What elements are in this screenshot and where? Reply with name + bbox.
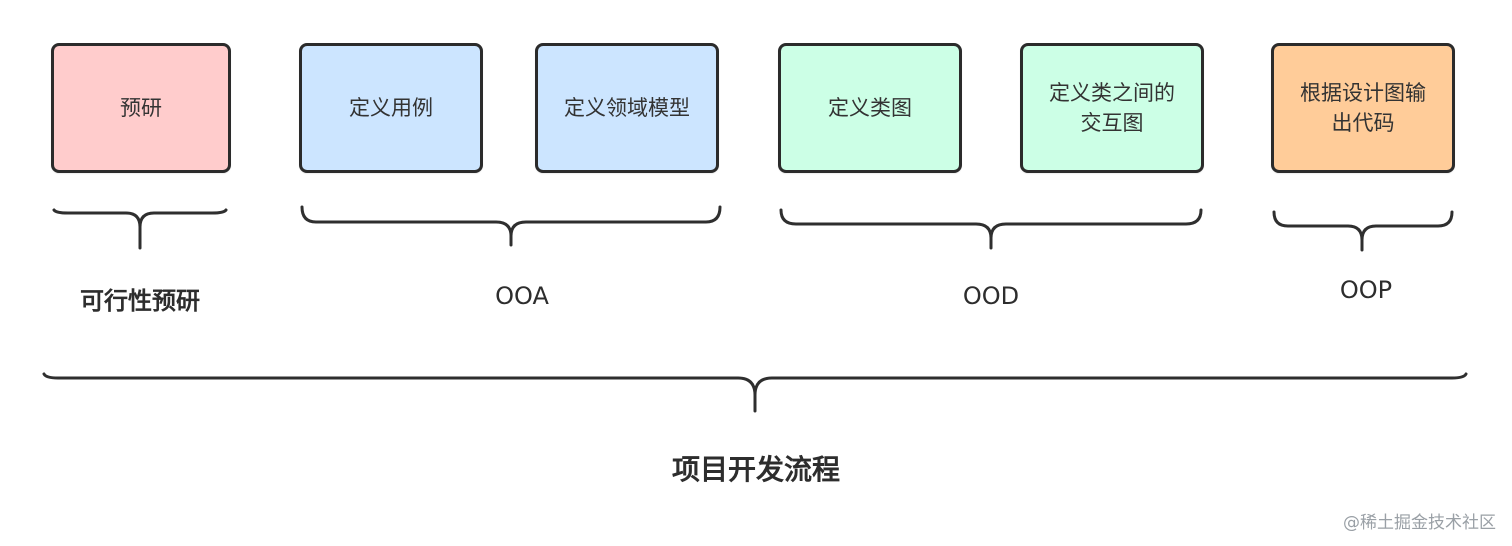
box-define-class-diagram: 定义类图 [778, 43, 962, 173]
brace-oop [1272, 210, 1454, 252]
box-output-code: 根据设计图输 出代码 [1271, 43, 1455, 173]
diagram-title: 项目开发流程 [671, 453, 841, 486]
box-research: 预研 [51, 43, 231, 173]
label-ood: OOD [962, 282, 1020, 310]
box-define-domain-model-text: 定义领域模型 [564, 96, 690, 120]
box-define-interaction-diagram-line2: 交互图 [1080, 111, 1144, 135]
box-define-class-diagram-text: 定义类图 [828, 96, 912, 120]
box-research-text: 预研 [120, 96, 162, 120]
box-output-code-line1: 根据设计图输 [1300, 81, 1426, 105]
brace-ooa [300, 205, 722, 247]
brace-overall [42, 372, 1468, 413]
box-define-domain-model: 定义领域模型 [535, 43, 719, 173]
box-define-interaction-diagram: 定义类之间的 交互图 [1020, 43, 1204, 173]
label-feasibility: 可行性预研 [80, 287, 200, 315]
brace-ood [779, 208, 1203, 250]
label-oop: OOP [1339, 276, 1393, 304]
watermark: @稀土掘金技术社区 [1343, 513, 1496, 533]
box-define-use-cases-text: 定义用例 [349, 96, 433, 120]
brace-feasibility [52, 208, 228, 250]
box-define-use-cases: 定义用例 [299, 43, 483, 173]
label-ooa: OOA [495, 282, 549, 310]
box-output-code-line2: 出代码 [1331, 111, 1395, 135]
box-define-interaction-diagram-line1: 定义类之间的 [1049, 81, 1175, 105]
